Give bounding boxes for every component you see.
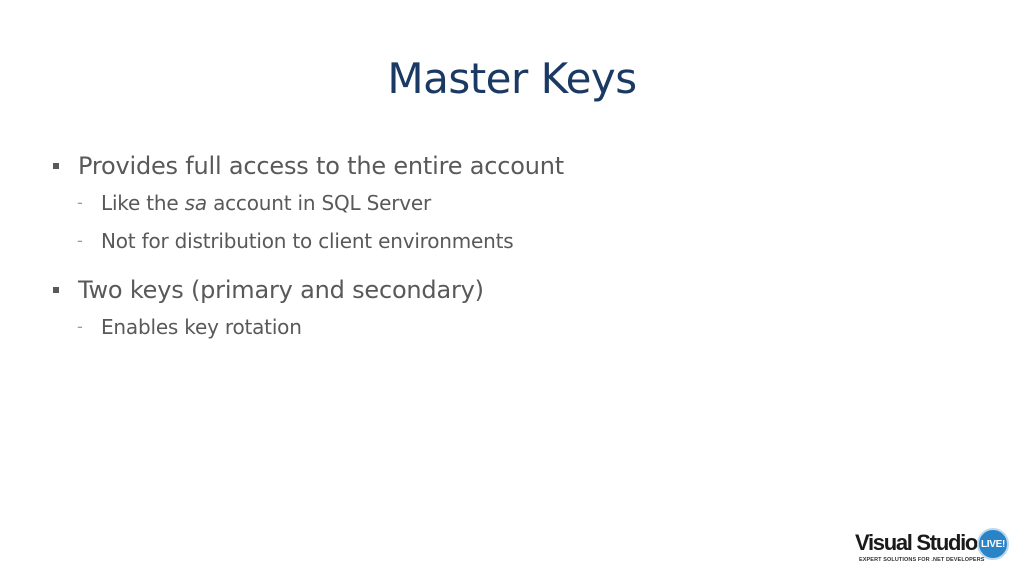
dash-bullet-icon: - xyxy=(77,193,83,212)
bullet-text: Provides full access to the entire accou… xyxy=(78,152,564,180)
dash-bullet-icon: - xyxy=(77,231,83,250)
sub-bullet-text-italic: sa xyxy=(184,191,207,215)
sub-bullet-item: - Not for distribution to client environ… xyxy=(50,222,990,260)
sub-bullet-text-before: Like the xyxy=(101,191,185,215)
square-bullet-icon xyxy=(53,163,59,169)
sub-bullet-item: - Like the sa account in SQL Server xyxy=(50,184,990,222)
bullet-item: Provides full access to the entire accou… xyxy=(50,148,990,184)
live-badge-icon: LIVE! xyxy=(977,528,1009,560)
bullet-text: Two keys (primary and secondary) xyxy=(78,276,484,304)
logo-wordmark: Visual Studio xyxy=(855,530,978,555)
logo-tagline: EXPERT SOLUTIONS FOR .NET DEVELOPERS xyxy=(859,557,985,563)
sub-bullet-text: Not for distribution to client environme… xyxy=(101,229,514,253)
bullet-list: Provides full access to the entire accou… xyxy=(50,148,990,346)
visual-studio-live-logo: Visual Studio LIVE! EXPERT SOLUTIONS FOR… xyxy=(855,528,1011,568)
bullet-item: Two keys (primary and secondary) xyxy=(50,272,990,308)
sub-bullet-text-after: account in SQL Server xyxy=(206,191,432,215)
sub-bullet-item: - Enables key rotation xyxy=(50,308,990,346)
square-bullet-icon xyxy=(53,287,59,293)
dash-bullet-icon: - xyxy=(77,317,83,336)
sub-bullet-text: Enables key rotation xyxy=(101,315,302,339)
slide-title: Master Keys xyxy=(387,54,637,103)
